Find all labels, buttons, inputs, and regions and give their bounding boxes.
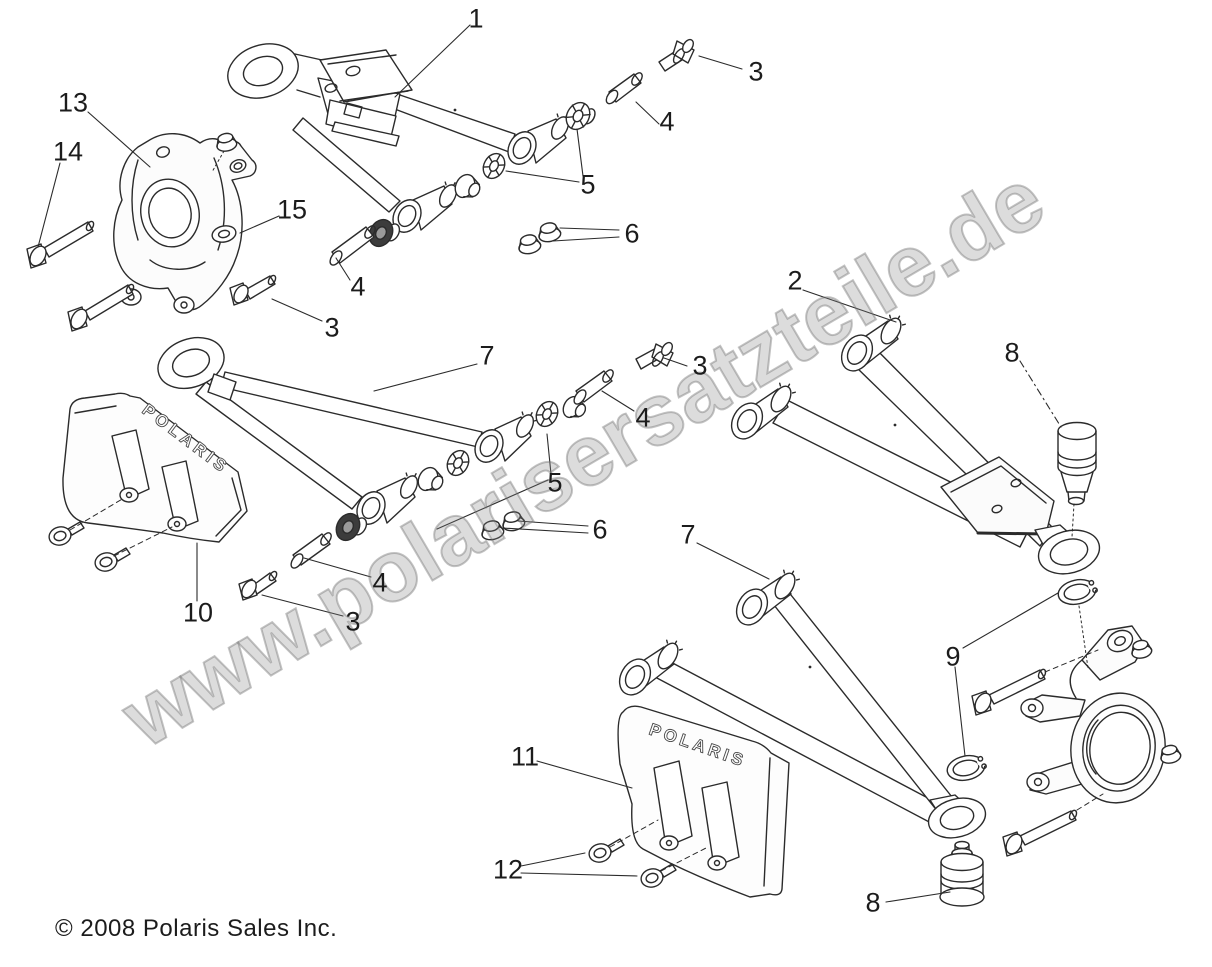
guard-screw	[48, 521, 85, 546]
guard-screw	[94, 547, 131, 572]
callout-3-c: 3	[692, 350, 708, 381]
leader-lines	[37, 24, 1062, 903]
hex-bolt-long	[26, 220, 95, 269]
snap-ring	[946, 578, 1099, 782]
callout-10: 10	[182, 597, 214, 628]
flange-nut	[1160, 744, 1182, 764]
callout-3-a: 3	[748, 56, 764, 87]
callout-9: 9	[945, 641, 961, 672]
hex-bolt-long	[971, 668, 1047, 716]
bushing-tophat	[454, 173, 481, 199]
callout-3-d: 3	[345, 606, 361, 637]
callout-2: 2	[787, 265, 803, 296]
flange-nut	[518, 234, 542, 255]
bushing-serrated	[565, 101, 596, 131]
bushing-knurled	[368, 218, 401, 248]
callout-8-b: 8	[865, 887, 881, 918]
bushing-knurled	[335, 512, 368, 542]
hex-bolt	[229, 274, 277, 306]
hex-bolt	[635, 341, 674, 370]
flange-nut	[481, 520, 505, 541]
callout-14: 14	[52, 136, 84, 167]
lower-a-arm-right	[618, 569, 987, 839]
callout-4-b: 4	[350, 271, 366, 302]
guard-screw	[588, 838, 625, 863]
bushing-serrated	[446, 449, 470, 477]
callout-7-a: 7	[479, 340, 495, 371]
callout-6-a: 6	[624, 218, 640, 249]
upper-a-arm-right	[730, 314, 1101, 575]
bushing-tophat	[417, 466, 444, 492]
upper-a-arm-left	[227, 38, 695, 306]
flange-nut	[216, 132, 238, 152]
callout-15: 15	[276, 194, 308, 225]
callout-4-a: 4	[659, 106, 675, 137]
bushing-serrated	[535, 400, 559, 428]
callout-1: 1	[468, 3, 484, 34]
spacer-tube	[290, 532, 332, 569]
ball-joint-upper	[1057, 421, 1097, 506]
flange-nut	[1131, 639, 1153, 659]
ball-joint-lower	[939, 840, 985, 907]
callout-4-d: 4	[372, 567, 388, 598]
callout-5-b: 5	[547, 467, 563, 498]
spacer-tube	[573, 369, 614, 405]
callout-11: 11	[510, 741, 540, 772]
flange-nut	[538, 222, 562, 243]
hex-bolt	[238, 570, 278, 601]
callout-7-b: 7	[680, 519, 696, 550]
callout-4-c: 4	[635, 402, 651, 433]
steering-knuckle-right	[971, 625, 1182, 857]
callout-8-a: 8	[1004, 337, 1020, 368]
a-arm-guard-right: POLARIS	[588, 705, 790, 898]
guard-screw	[640, 863, 677, 888]
callout-6-b: 6	[592, 514, 608, 545]
spacer-tube	[605, 72, 643, 105]
lower-a-arm-left	[157, 336, 674, 601]
a-arm-guard-left: POLARIS	[48, 392, 248, 572]
hex-bolt-long	[67, 283, 135, 332]
bushing-serrated	[482, 152, 506, 180]
hex-bolt-long	[1002, 809, 1078, 857]
callout-3-b: 3	[324, 312, 340, 343]
hex-bolt	[658, 38, 695, 72]
assembly-guide-lines	[69, 150, 1104, 872]
callout-13: 13	[57, 87, 89, 118]
callout-5-a: 5	[580, 169, 596, 200]
callout-12: 12	[492, 854, 524, 885]
steering-knuckle-left	[26, 132, 257, 332]
copyright-notice: © 2008 Polaris Sales Inc.	[55, 915, 338, 942]
washer	[211, 225, 237, 243]
watermark-text: www.polarisersatzteile.de	[106, 150, 1060, 766]
flange-nut	[502, 511, 526, 532]
